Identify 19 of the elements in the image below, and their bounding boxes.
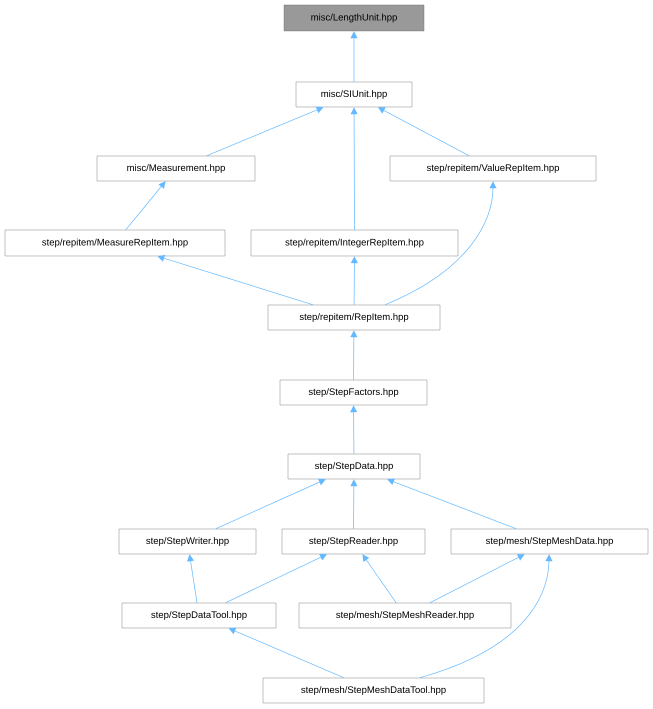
arrow	[225, 554, 327, 604]
file-box: step/repitem/IntegerRepItem.hpp	[250, 230, 458, 256]
file-box: step/mesh/StepMeshReader.hpp	[298, 602, 512, 628]
arrow	[228, 628, 344, 678]
file-box: step/StepDataTool.hpp	[122, 602, 276, 628]
arrow	[206, 106, 324, 156]
file-box: step/mesh/StepMeshData.hpp	[450, 528, 648, 554]
file-box: misc/Measurement.hpp	[96, 156, 256, 182]
file-box: step/StepFactors.hpp	[280, 380, 428, 406]
file-box: step/repitem/ValueRepItem.hpp	[390, 156, 596, 182]
file-box: misc/LengthUnit.hpp	[284, 4, 424, 32]
arrow	[387, 478, 517, 530]
file-box: step/repitem/RepItem.hpp	[268, 304, 440, 330]
file-box: step/StepWriter.hpp	[118, 528, 256, 554]
file-box: step/mesh/StepMeshDataTool.hpp	[262, 678, 484, 704]
file-box: step/StepReader.hpp	[282, 528, 426, 554]
file-box: step/repitem/MeasureRepItem.hpp	[4, 230, 226, 256]
file-box: step/StepData.hpp	[288, 454, 420, 480]
file-box: misc/SIUnit.hpp	[296, 82, 412, 108]
